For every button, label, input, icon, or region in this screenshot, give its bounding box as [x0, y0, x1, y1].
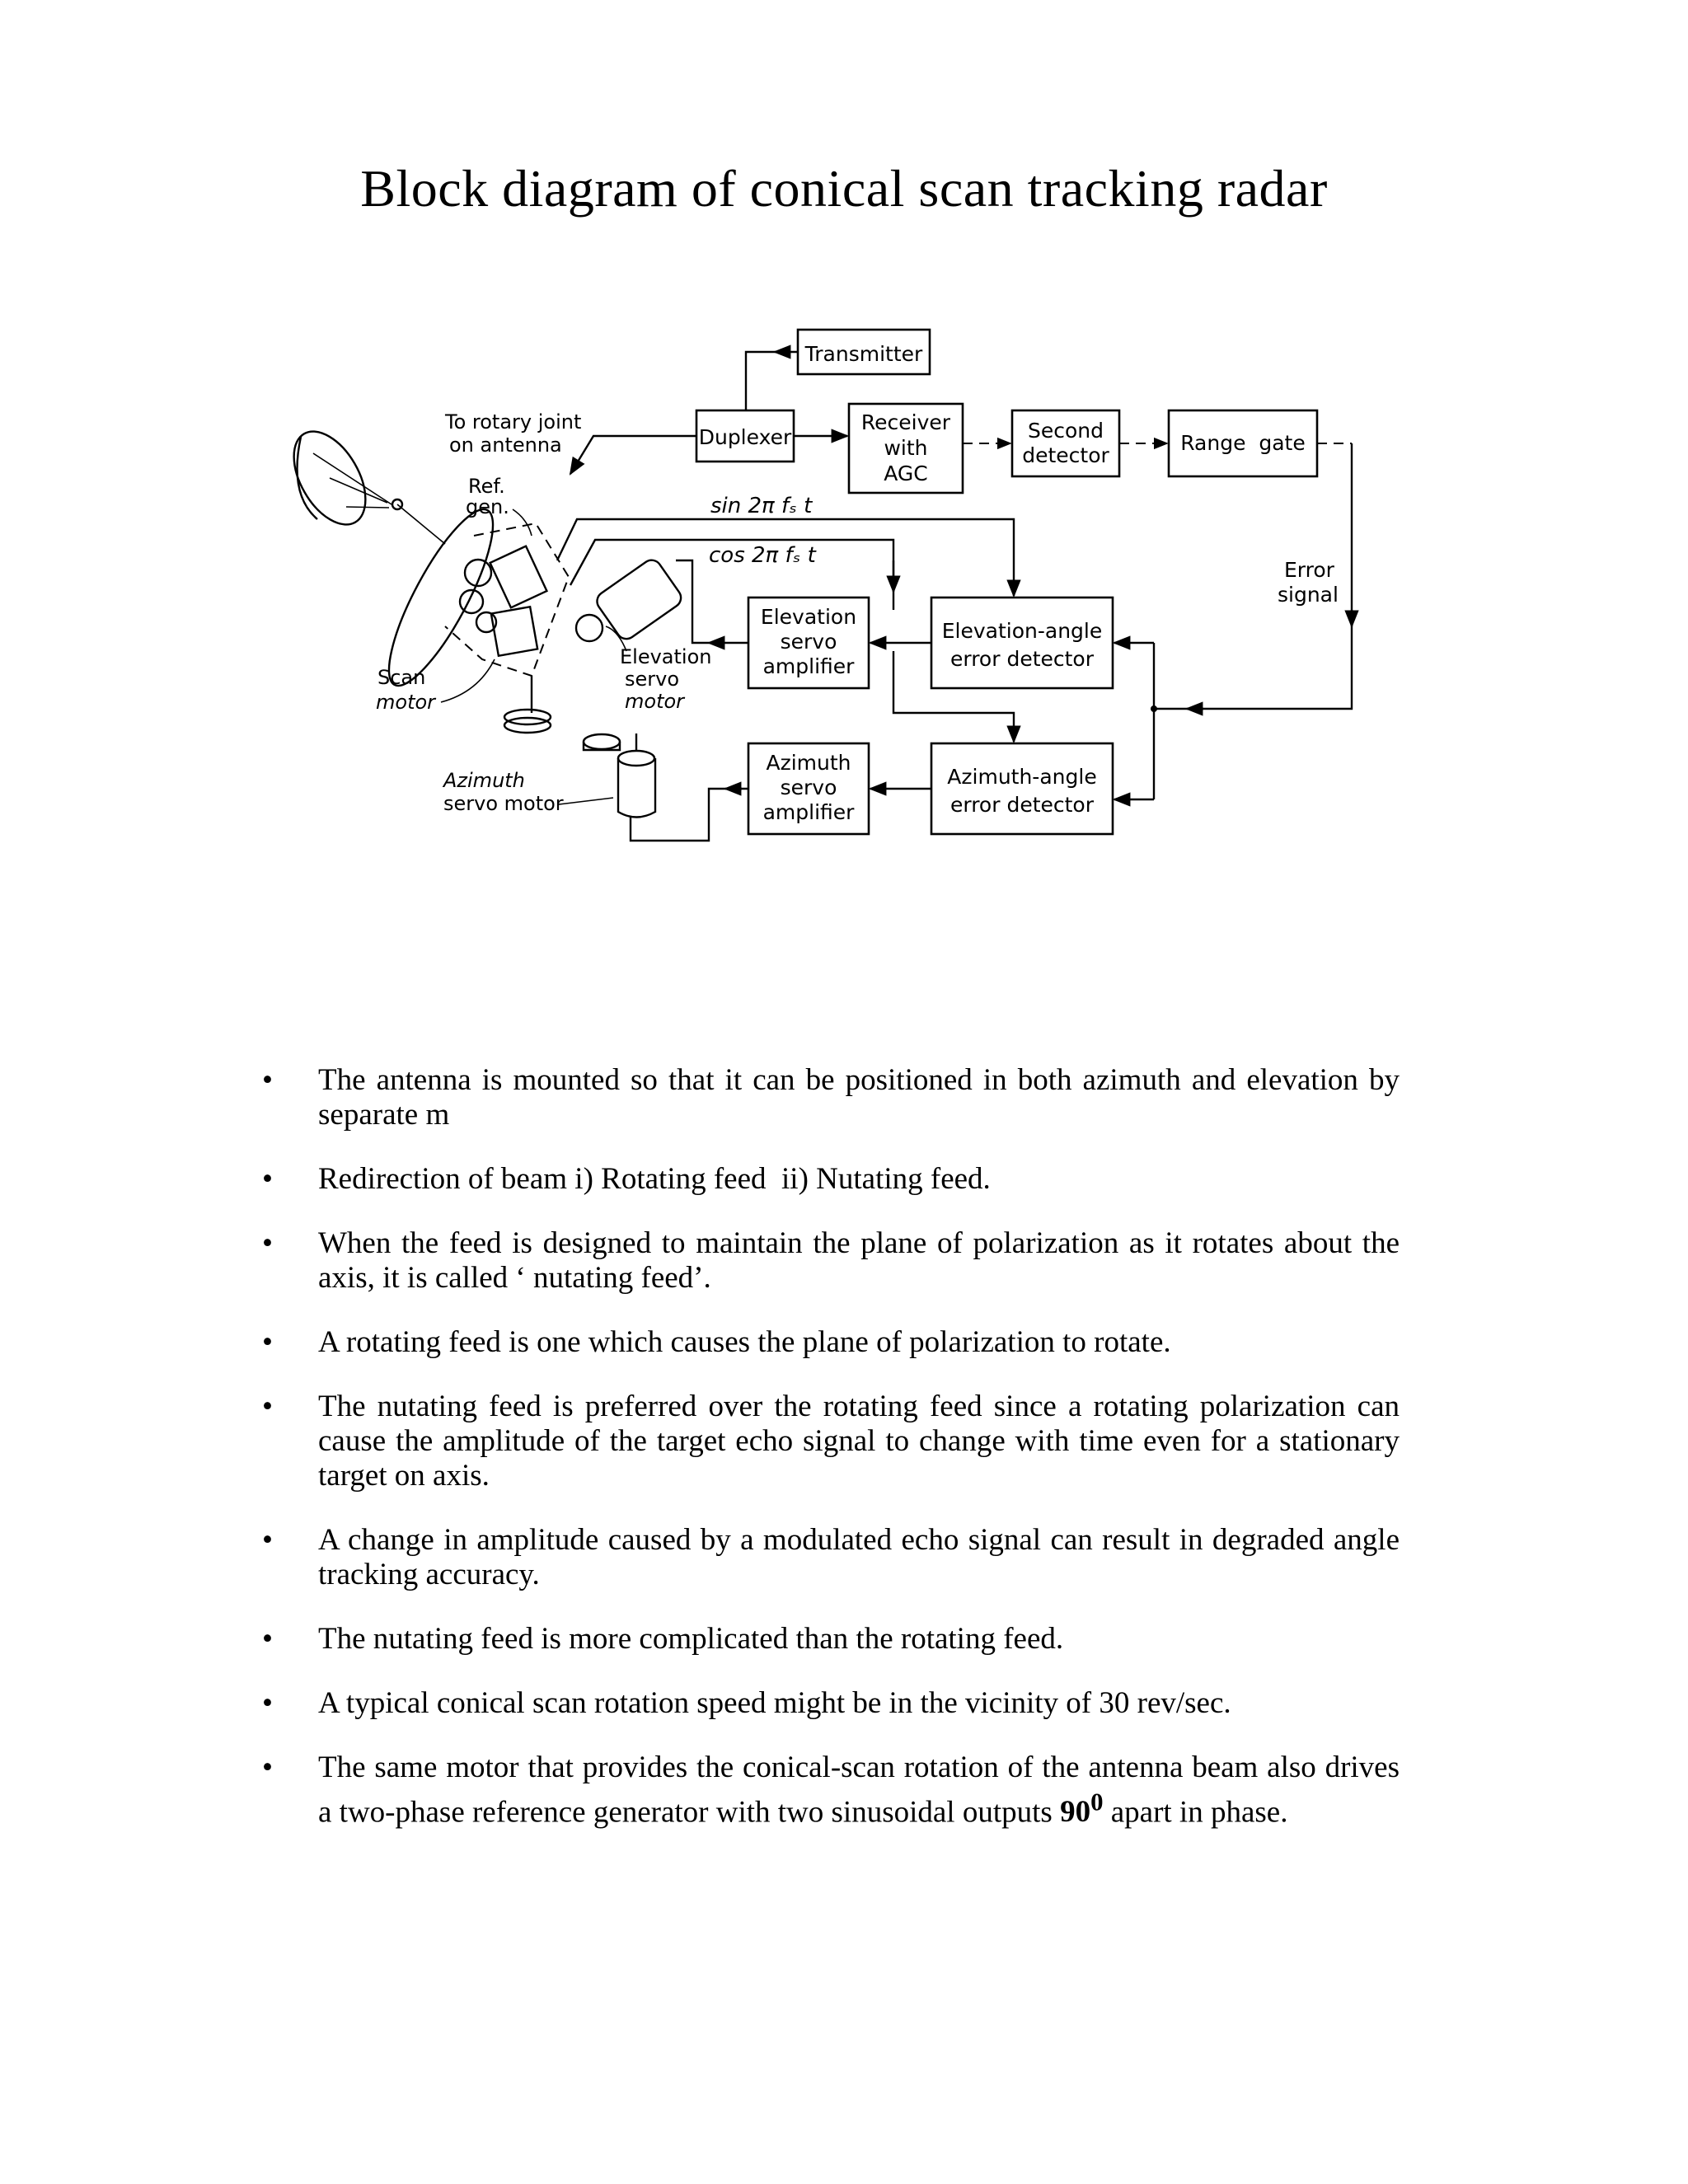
bullet-item: • A rotating feed is one which causes the… — [262, 1325, 1400, 1360]
diagram-labels: To rotary joint on antenna Ref. gen. sin… — [376, 410, 1339, 815]
elevation-servo-amp-line2: servo — [781, 630, 837, 654]
bullet-item: • A change in amplitude caused by a modul… — [262, 1523, 1400, 1592]
bullet-list: • The antenna is mounted so that it can b… — [262, 1063, 1400, 1859]
bullet-item: • The same motor that provides the conica… — [262, 1750, 1400, 1830]
second-detector-line2: detector — [1022, 443, 1109, 467]
bullet-glyph: • — [262, 1390, 273, 1423]
rotary-joint-label-line2: on antenna — [449, 434, 562, 457]
duplexer-block: Duplexer — [695, 409, 795, 463]
azimuth-angle-error-detector-block: Azimuth-angle error detector — [930, 742, 1114, 836]
cos-reference-label: cos 2π fₛ t — [709, 543, 817, 568]
bullet-text: The antenna is mounted so that it can be… — [318, 1063, 1400, 1132]
bullet-text: A change in amplitude caused by a modula… — [318, 1523, 1400, 1591]
bullet-glyph: • — [262, 1325, 273, 1359]
azimuth-servo-amp-line2: servo — [781, 776, 837, 799]
elevation-servo-amp-line1: Elevation — [761, 605, 856, 629]
receiver-label-line1: Receiver — [861, 410, 951, 434]
bullet-text: The nutating feed is preferred over the … — [318, 1390, 1400, 1493]
ref-gen-label-line2: gen. — [466, 495, 509, 518]
transmitter-block: Transmitter — [796, 328, 931, 376]
elevation-servo-motor-label-line3: motor — [625, 690, 686, 713]
conical-scan-block-diagram: Transmitter Duplexer Receiver with AGC S… — [293, 328, 1359, 842]
scan-motor-label-line1: Scan — [377, 666, 425, 689]
elevation-servo-amp-line3: amplifier — [763, 654, 856, 678]
bullet-text: The nutating feed is more complicated th… — [318, 1622, 1064, 1656]
bullet-glyph: • — [262, 1162, 273, 1196]
error-signal-label-line1: Error — [1284, 558, 1335, 582]
azimuth-servo-motor-label-line1: Azimuth — [442, 769, 525, 792]
phase-value: 90 — [1060, 1795, 1091, 1830]
azimuth-servo-motor-label-line2: servo motor — [443, 792, 564, 815]
bullet-glyph: • — [262, 1063, 273, 1097]
second-detector-block: Second detector — [1010, 409, 1121, 478]
rotary-joint-label-line1: To rotary joint — [444, 410, 581, 434]
bullet-text: Redirection of beam i) Rotating feed ii)… — [318, 1162, 991, 1196]
bullet-glyph: • — [262, 1686, 273, 1720]
bullet-item: • The antenna is mounted so that it can b… — [262, 1063, 1400, 1132]
bullet-item: • Redirection of beam i) Rotating feed ii… — [262, 1162, 1400, 1197]
elevation-angle-error-detector-block: Elevation-angle error detector — [930, 596, 1114, 690]
bullet-glyph: • — [262, 1226, 273, 1260]
signal-paths — [556, 344, 1359, 842]
bullet-glyph: • — [262, 1523, 273, 1557]
bullet-text: When the feed is designed to maintain th… — [318, 1226, 1400, 1295]
bullet-glyph: • — [262, 1622, 273, 1656]
elevation-servo-amplifier-block: Elevation servo amplifier — [747, 596, 870, 690]
elevation-servo-motor-label-line1: Elevation — [620, 645, 711, 668]
second-detector-line1: Second — [1028, 419, 1104, 443]
transmitter-label: Transmitter — [804, 342, 923, 366]
receiver-label-line2: with — [884, 436, 927, 460]
azimuth-error-line2: error detector — [950, 793, 1095, 817]
phase-degrees: 900 — [1060, 1788, 1103, 1830]
azimuth-servo-amp-line1: Azimuth — [766, 751, 851, 775]
azimuth-servo-amplifier-block: Azimuth servo amplifier — [747, 742, 870, 836]
sin-reference-label: sin 2π fₛ t — [710, 494, 813, 518]
azimuth-error-line1: Azimuth-angle — [947, 765, 1096, 789]
bullet-text: A rotating feed is one which causes the … — [318, 1325, 1171, 1359]
bullet-item: • When the feed is designed to maintain t… — [262, 1226, 1400, 1296]
bullet-item: • A typical conical scan rotation speed m… — [262, 1686, 1400, 1721]
bullet-text: A typical conical scan rotation speed mi… — [318, 1686, 1231, 1720]
azimuth-servo-amp-line3: amplifier — [763, 800, 856, 824]
bullet-glyph: • — [262, 1750, 273, 1784]
duplexer-label: Duplexer — [699, 425, 792, 449]
bullet-item: • The nutating feed is more complicated t… — [262, 1622, 1400, 1657]
antenna-assembly-drawing — [293, 430, 682, 818]
bullet-text-after: apart in phase. — [1103, 1795, 1288, 1830]
page-title: Block diagram of conical scan tracking r… — [360, 159, 1328, 218]
range-gate-block: Range gate — [1167, 409, 1319, 478]
receiver-label-line3: AGC — [884, 462, 928, 485]
ref-gen-label-line1: Ref. — [468, 475, 505, 498]
elevation-error-line1: Elevation-angle — [942, 619, 1103, 643]
receiver-agc-block: Receiver with AGC — [847, 402, 964, 494]
degree-superscript: 0 — [1090, 1788, 1104, 1816]
error-signal-label-line2: signal — [1278, 583, 1339, 607]
elevation-servo-motor-label-line2: servo — [625, 668, 679, 691]
bullet-item: • The nutating feed is preferred over the… — [262, 1390, 1400, 1493]
bullet-text-before: The same motor that provides the conical… — [318, 1750, 1400, 1830]
scan-motor-label-line2: motor — [376, 691, 437, 714]
range-gate-label: Range gate — [1180, 431, 1306, 455]
elevation-error-line2: error detector — [950, 647, 1095, 671]
